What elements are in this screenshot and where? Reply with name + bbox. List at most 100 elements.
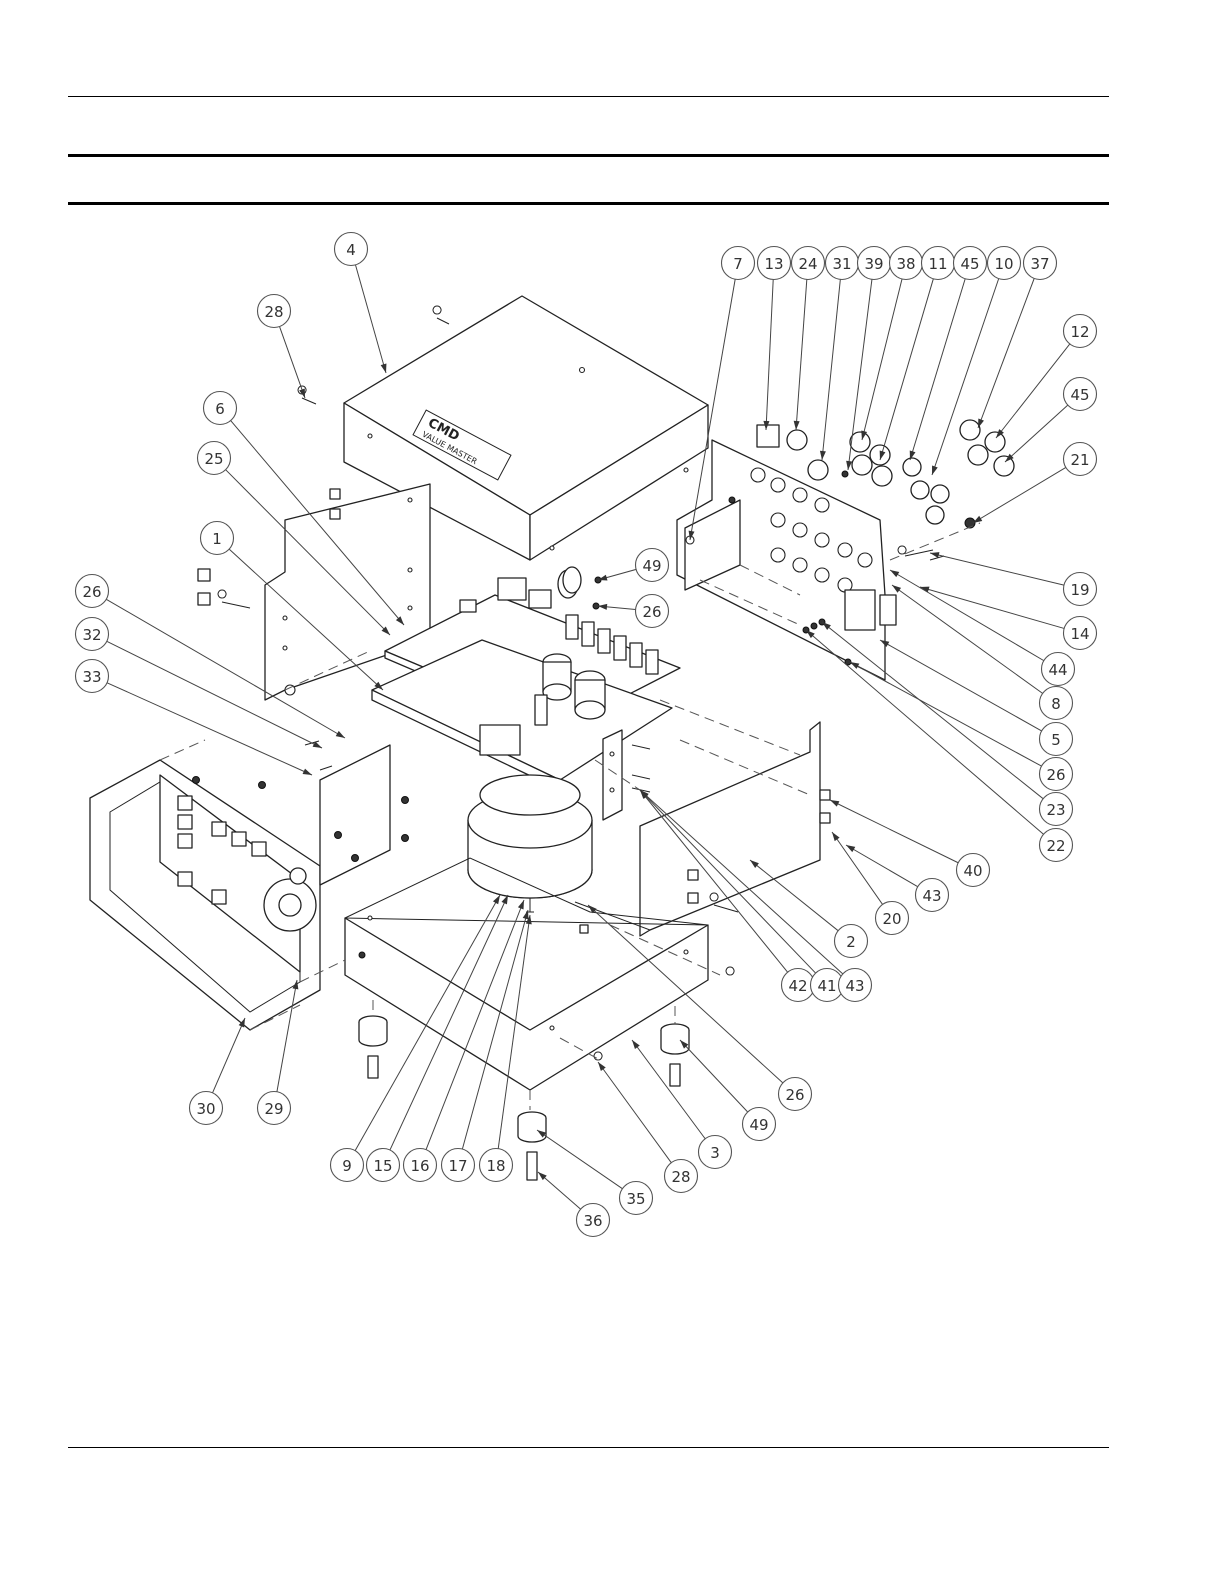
callout-leader: [806, 630, 1043, 834]
callout-balloon: 18: [480, 1149, 513, 1182]
callout-number: 45: [1070, 386, 1089, 404]
callout-number: 29: [264, 1100, 283, 1118]
callout-number: 26: [82, 583, 101, 601]
callout-number: 13: [764, 255, 783, 273]
callout-arrowhead: [978, 419, 984, 428]
callout-number: 42: [788, 977, 807, 995]
callout-number: 19: [1070, 581, 1089, 599]
callout-arrowhead: [846, 845, 855, 852]
callout-number: 37: [1030, 255, 1049, 273]
callout-arrowhead: [830, 800, 839, 807]
callout-balloon: 20: [876, 902, 909, 935]
callout-number: 32: [82, 626, 101, 644]
callout-balloon: 5: [1040, 723, 1073, 756]
callout-balloon: 8: [1040, 687, 1073, 720]
callout-balloon: 36: [577, 1204, 610, 1237]
callout-number: 49: [749, 1116, 768, 1134]
callout-leader: [830, 800, 958, 863]
callout-balloon: 4: [335, 233, 368, 266]
callout-arrowhead: [920, 587, 929, 593]
callout-balloon: 26: [636, 595, 669, 628]
callout-leader: [892, 585, 1043, 693]
callout-balloon: 12: [1064, 315, 1097, 348]
callout-balloon: 40: [957, 854, 990, 887]
callout-balloon: 7: [722, 247, 755, 280]
callout-number: 17: [448, 1157, 467, 1175]
callout-leader: [107, 683, 312, 775]
callout-number: 7: [733, 255, 743, 273]
callout-arrowhead: [892, 585, 901, 593]
callout-balloon: 10: [988, 247, 1021, 280]
callout-number: 31: [832, 255, 851, 273]
callout-balloon: 6: [204, 392, 237, 425]
callout-number: 26: [785, 1086, 804, 1104]
callout-balloon: 49: [636, 549, 669, 582]
callout-number: 39: [864, 255, 883, 273]
callout-arrowhead: [632, 1040, 640, 1049]
callout-number: 28: [264, 303, 283, 321]
callout-leader: [930, 553, 1064, 585]
callout-number: 1: [212, 530, 222, 548]
callout-arrowhead: [973, 516, 982, 523]
callout-balloon: 30: [190, 1092, 223, 1125]
callout-balloon: 42: [782, 969, 815, 1002]
callout-number: 28: [671, 1168, 690, 1186]
callout-balloon: 29: [258, 1092, 291, 1125]
callout-leader: [355, 265, 386, 373]
callout-leader: [537, 1130, 622, 1189]
callout-balloon: 26: [1040, 758, 1073, 791]
callout-number: 30: [196, 1100, 215, 1118]
callout-number: 49: [642, 557, 661, 575]
callout-arrowhead: [523, 910, 529, 919]
callout-number: 38: [896, 255, 915, 273]
callout-balloon: 13: [758, 247, 791, 280]
callout-balloon: 24: [792, 247, 825, 280]
callout-number: 20: [882, 910, 901, 928]
callout-balloon: 35: [620, 1182, 653, 1215]
callout-arrowhead: [303, 769, 312, 775]
callout-leader: [846, 845, 918, 887]
callout-number: 2: [846, 933, 856, 951]
callout-balloon: 16: [404, 1149, 437, 1182]
callout-balloon: 9: [331, 1149, 364, 1182]
callout-balloon: 31: [826, 247, 859, 280]
callout-number: 15: [373, 1157, 392, 1175]
callout-number: 18: [486, 1157, 505, 1175]
callout-balloon: 43: [839, 969, 872, 1002]
callout-arrowhead: [598, 1062, 606, 1071]
callout-balloon: 49: [743, 1108, 776, 1141]
callout-leader: [1005, 405, 1068, 462]
callout-balloon: 26: [76, 575, 109, 608]
callout-number: 41: [817, 977, 836, 995]
callout-number: 5: [1051, 731, 1061, 749]
callout-leader: [978, 278, 1034, 428]
callout-balloon: 1: [201, 522, 234, 555]
callout-number: 44: [1048, 661, 1067, 679]
callout-leader: [910, 279, 965, 460]
callout-number: 21: [1070, 451, 1089, 469]
callout-balloon: 45: [954, 247, 987, 280]
callout-balloon: 43: [916, 879, 949, 912]
callout-number: 43: [845, 977, 864, 995]
callout-balloon: 28: [665, 1160, 698, 1193]
callout-balloon: 33: [76, 660, 109, 693]
callout-balloon: 37: [1024, 247, 1057, 280]
callout-number: 4: [346, 241, 356, 259]
callout-arrowhead: [336, 731, 345, 738]
callout-balloon: 21: [1064, 443, 1097, 476]
callout-leader: [796, 279, 807, 430]
callout-arrowhead: [493, 895, 500, 904]
callout-number: 45: [960, 255, 979, 273]
callout-leader: [920, 587, 1064, 628]
callout-leader: [822, 622, 1043, 799]
callout-arrowhead: [820, 451, 826, 460]
callout-number: 3: [710, 1144, 720, 1162]
callout-leader: [213, 1018, 245, 1093]
callout-balloon: 14: [1064, 617, 1097, 650]
callout-number: 12: [1070, 323, 1089, 341]
callout-leader: [766, 279, 773, 430]
callout-number: 26: [642, 603, 661, 621]
callout-leader: [862, 279, 902, 440]
callout-leader: [880, 640, 1042, 731]
callout-balloon: 11: [922, 247, 955, 280]
